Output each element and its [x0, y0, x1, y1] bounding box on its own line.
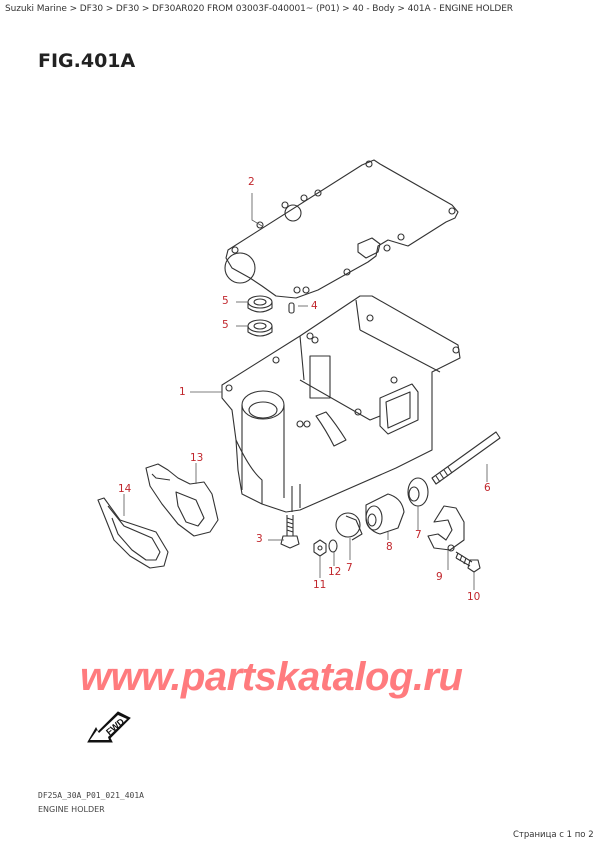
- breadcrumb[interactable]: Suzuki Marine > DF30 > DF30 > DF30AR020 …: [5, 4, 513, 14]
- rubber-bushing-part-8: [365, 493, 405, 535]
- callout-4[interactable]: 4: [311, 300, 318, 312]
- callout-12[interactable]: 12: [328, 566, 342, 578]
- figure-code: DF25A_30A_P01_021_401A: [38, 791, 144, 800]
- mount-washer-part-7-right: [407, 477, 429, 507]
- page-indicator: Страница с 1 по 2: [513, 830, 594, 840]
- bolt-part-3: [280, 515, 300, 549]
- callout-10[interactable]: 10: [467, 591, 481, 603]
- callout-1[interactable]: 1: [179, 386, 186, 398]
- mount-washer-part-7-left: [335, 512, 363, 541]
- figure-title: FIG.401A: [38, 50, 136, 72]
- nut-part-11: [313, 539, 327, 557]
- seal-part-5-lower: [247, 319, 273, 337]
- callout-8[interactable]: 8: [386, 541, 393, 553]
- dowel-pin-part-4: [288, 302, 295, 314]
- callout-11[interactable]: 11: [313, 579, 327, 591]
- callout-13[interactable]: 13: [190, 452, 204, 464]
- watermark: www.partskatalog.ru: [80, 655, 463, 699]
- callout-3[interactable]: 3: [256, 533, 263, 545]
- callout-2[interactable]: 2: [248, 176, 255, 188]
- figure-name: ENGINE HOLDER: [38, 805, 105, 814]
- clamp-part-9: [427, 505, 465, 552]
- gasket-part-2: [224, 159, 459, 299]
- callout-14[interactable]: 14: [118, 483, 132, 495]
- engine-holder-part-1: [221, 295, 461, 513]
- callout-5-upper[interactable]: 5: [222, 295, 229, 307]
- washer-part-12: [328, 539, 338, 553]
- callout-9[interactable]: 9: [436, 571, 443, 583]
- callout-5-lower[interactable]: 5: [222, 319, 229, 331]
- loop-part-14: [97, 497, 169, 569]
- seal-part-5-upper: [247, 295, 273, 313]
- callout-7-left[interactable]: 7: [346, 562, 353, 574]
- bolt-part-10: [455, 551, 481, 573]
- long-bolt-part-6: [431, 431, 501, 485]
- bracket-part-13: [145, 463, 219, 537]
- callout-7-right[interactable]: 7: [415, 529, 422, 541]
- fwd-arrow-icon: FWD: [86, 706, 134, 746]
- callout-6[interactable]: 6: [484, 482, 491, 494]
